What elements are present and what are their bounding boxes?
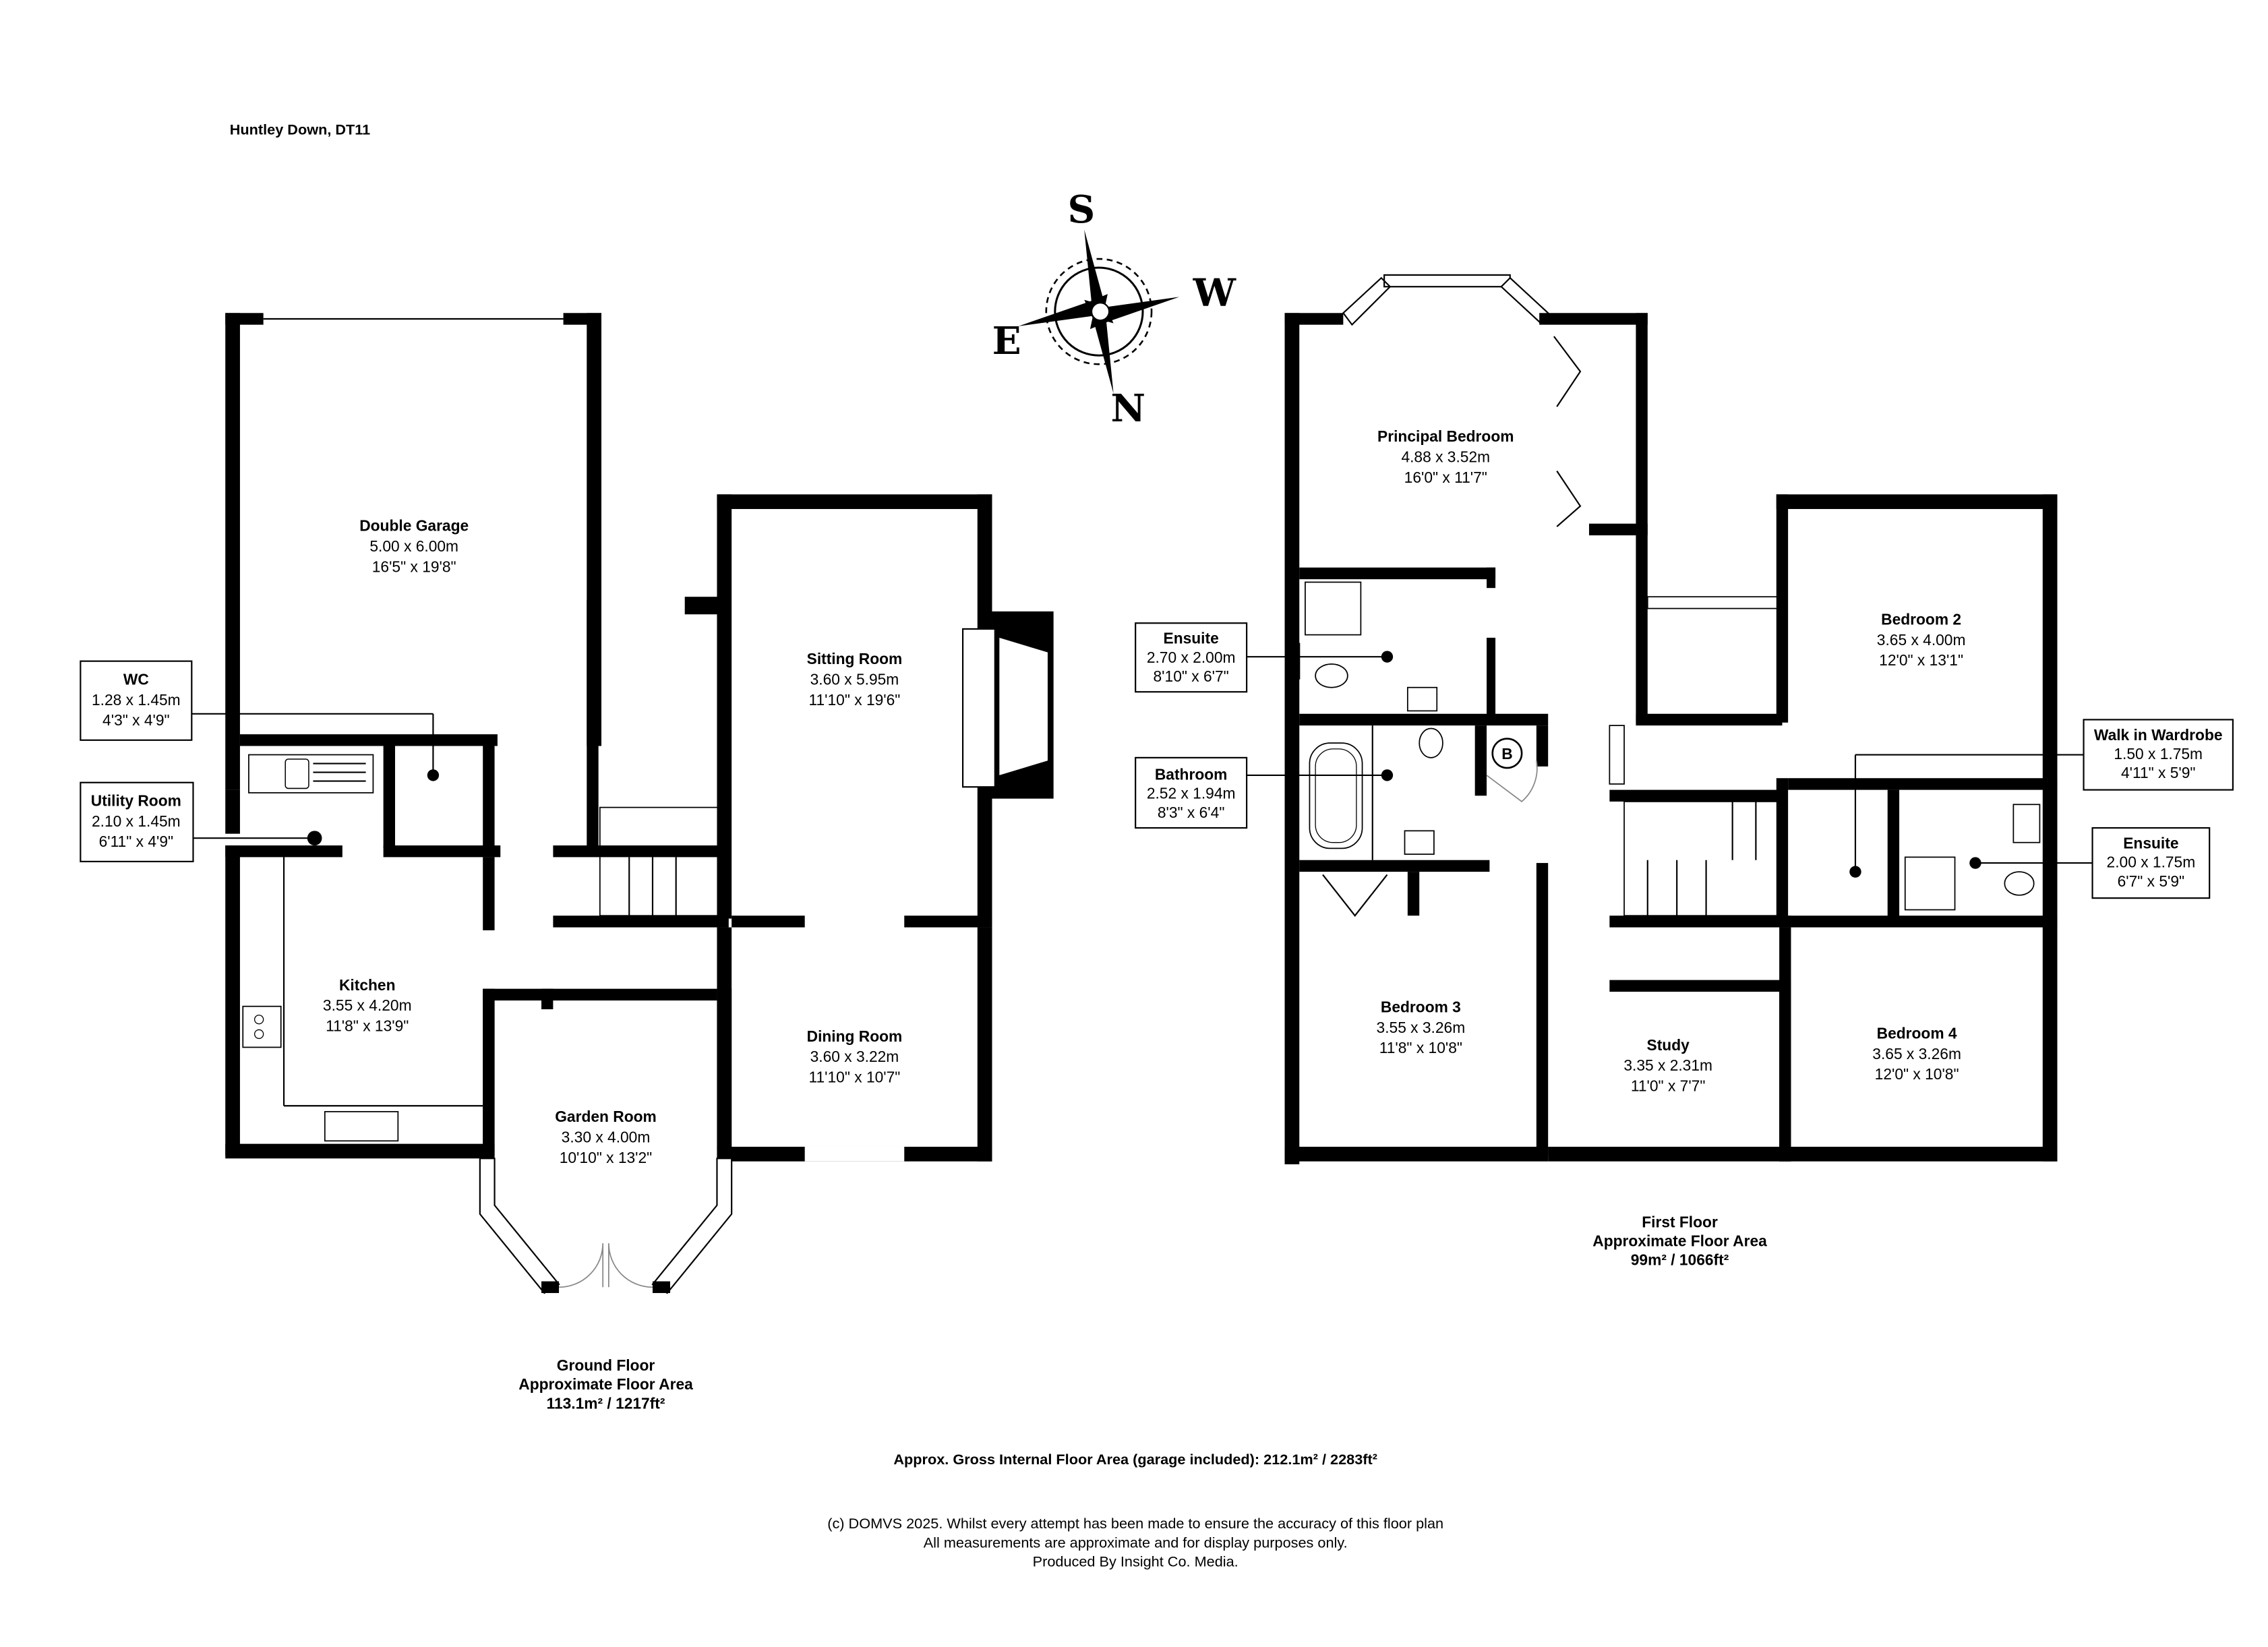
svg-text:Bedroom 3: Bedroom 3	[1381, 998, 1461, 1015]
ground-floor-plan	[225, 313, 1054, 1294]
svg-text:6'11" x 4'9": 6'11" x 4'9"	[99, 833, 174, 850]
svg-text:3.35 x 2.31m: 3.35 x 2.31m	[1623, 1056, 1712, 1074]
room-label-double-garage: Double Garage 5.00 x 6.00m 16'5" x 19'8"	[359, 517, 469, 576]
callout-ensuite-principal: Ensuite 2.70 x 2.00m 8'10" x 6'7"	[1135, 622, 1394, 693]
compass-east-label: E	[992, 319, 1021, 363]
svg-text:First Floor: First Floor	[1642, 1213, 1718, 1230]
svg-text:Dining Room: Dining Room	[807, 1027, 903, 1045]
svg-text:3.30 x 4.00m: 3.30 x 4.00m	[562, 1128, 651, 1145]
disclaimer-line-2: All measurements are approximate and for…	[924, 1534, 1348, 1551]
svg-text:3.65 x 3.26m: 3.65 x 3.26m	[1872, 1045, 1961, 1062]
callout-wc: WC 1.28 x 1.45m 4'3" x 4'9"	[80, 660, 440, 781]
svg-text:Ensuite: Ensuite	[2123, 834, 2178, 851]
svg-text:4'11" x 5'9": 4'11" x 5'9"	[2121, 764, 2196, 781]
callout-utility-room: Utility Room 2.10 x 1.45m 6'11" x 4'9"	[80, 781, 322, 862]
svg-text:11'8" x 13'9": 11'8" x 13'9"	[326, 1017, 409, 1035]
svg-text:1.50 x 1.75m: 1.50 x 1.75m	[2114, 745, 2203, 762]
room-label-kitchen: Kitchen 3.55 x 4.20m 11'8" x 13'9"	[323, 976, 412, 1035]
callout-walk-in-wardrobe: Walk in Wardrobe 1.50 x 1.75m 4'11" x 5'…	[1849, 719, 2234, 878]
svg-text:Study: Study	[1647, 1036, 1690, 1054]
room-label-dining-room: Dining Room 3.60 x 3.22m 11'10" x 10'7"	[807, 1027, 903, 1086]
svg-text:2.52 x 1.94m: 2.52 x 1.94m	[1147, 785, 1236, 802]
svg-text:1.28 x 1.45m: 1.28 x 1.45m	[92, 691, 181, 709]
svg-text:Ground Floor: Ground Floor	[557, 1356, 655, 1374]
compass-rose-icon: S W E N	[992, 187, 1237, 431]
svg-text:5.00 x 6.00m: 5.00 x 6.00m	[369, 537, 458, 555]
svg-text:12'0" x 10'8": 12'0" x 10'8"	[1875, 1065, 1959, 1083]
room-label-principal-bedroom: Principal Bedroom 4.88 x 3.52m 16'0" x 1…	[1377, 427, 1514, 486]
svg-text:2.70 x 2.00m: 2.70 x 2.00m	[1147, 649, 1236, 666]
compass-north-label: N	[1111, 386, 1146, 431]
compass-south-label: S	[1067, 187, 1095, 232]
svg-text:Ensuite: Ensuite	[1164, 630, 1219, 647]
svg-text:6'7" x 5'9": 6'7" x 5'9"	[2118, 872, 2185, 890]
svg-text:11'0" x 7'7": 11'0" x 7'7"	[1631, 1077, 1706, 1095]
svg-text:Approximate Floor Area: Approximate Floor Area	[518, 1375, 693, 1393]
svg-text:3.55 x 4.20m: 3.55 x 4.20m	[323, 996, 412, 1014]
callout-bathroom: Bathroom 2.52 x 1.94m 8'3" x 6'4"	[1135, 756, 1394, 829]
svg-text:2.10 x 1.45m: 2.10 x 1.45m	[92, 812, 181, 830]
svg-text:Kitchen: Kitchen	[339, 976, 395, 994]
svg-text:8'3" x 6'4": 8'3" x 6'4"	[1158, 804, 1225, 821]
room-label-sitting-room: Sitting Room 3.60 x 5.95m 11'10" x 19'6"	[807, 650, 903, 709]
boiler-icon: B	[1501, 745, 1512, 762]
svg-text:4.88 x 3.52m: 4.88 x 3.52m	[1401, 448, 1490, 466]
room-label-garden-room: Garden Room 3.30 x 4.00m 10'10" x 13'2"	[555, 1108, 657, 1166]
svg-text:Approximate Floor Area: Approximate Floor Area	[1592, 1232, 1767, 1250]
svg-text:99m² / 1066ft²: 99m² / 1066ft²	[1631, 1251, 1729, 1269]
svg-text:113.1m² / 1217ft²: 113.1m² / 1217ft²	[547, 1394, 665, 1412]
svg-text:2.00 x 1.75m: 2.00 x 1.75m	[2107, 854, 2196, 871]
room-label-bedroom-2: Bedroom 2 3.65 x 4.00m 12'0" x 13'1"	[1877, 610, 1966, 669]
svg-text:11'10" x 19'6": 11'10" x 19'6"	[809, 691, 901, 709]
svg-text:10'10" x 13'2": 10'10" x 13'2"	[560, 1149, 653, 1166]
compass-west-label: W	[1193, 270, 1237, 315]
property-title: Huntley Down, DT11	[230, 121, 371, 138]
svg-text:Double Garage: Double Garage	[359, 517, 469, 535]
room-label-bedroom-4: Bedroom 4 3.65 x 3.26m 12'0" x 10'8"	[1872, 1024, 1961, 1083]
svg-text:3.55 x 3.26m: 3.55 x 3.26m	[1377, 1019, 1466, 1036]
svg-text:8'10" x 6'7": 8'10" x 6'7"	[1154, 667, 1229, 685]
svg-text:Sitting Room: Sitting Room	[807, 650, 903, 667]
room-label-bedroom-3: Bedroom 3 3.55 x 3.26m 11'8" x 10'8"	[1377, 998, 1466, 1056]
disclaimer-line-3: Produced By Insight Co. Media.	[1033, 1553, 1239, 1570]
svg-text:3.60 x 5.95m: 3.60 x 5.95m	[810, 670, 899, 688]
svg-text:Utility Room: Utility Room	[91, 791, 181, 809]
svg-text:12'0" x 13'1": 12'0" x 13'1"	[1879, 651, 1963, 669]
room-label-study: Study 3.35 x 2.31m 11'0" x 7'7"	[1623, 1036, 1712, 1095]
svg-text:4'3" x 4'9": 4'3" x 4'9"	[102, 711, 170, 729]
svg-text:Principal Bedroom: Principal Bedroom	[1377, 427, 1514, 445]
disclaimer-line-1: (c) DOMVS 2025. Whilst every attempt has…	[827, 1515, 1443, 1532]
svg-text:11'10" x 10'7": 11'10" x 10'7"	[809, 1069, 901, 1086]
svg-text:16'5" x 19'8": 16'5" x 19'8"	[372, 558, 456, 575]
svg-text:WC: WC	[123, 670, 149, 688]
svg-text:3.60 x 3.22m: 3.60 x 3.22m	[810, 1048, 899, 1065]
gross-floor-area: Approx. Gross Internal Floor Area (garag…	[893, 1451, 1377, 1468]
ground-floor-area-summary: Ground Floor Approximate Floor Area 113.…	[518, 1356, 693, 1412]
callout-ensuite-bedroom-2: Ensuite 2.00 x 1.75m 6'7" x 5'9"	[1969, 827, 2211, 899]
svg-text:Bedroom 2: Bedroom 2	[1881, 610, 1961, 628]
first-floor-plan	[1284, 274, 2058, 1165]
first-floor-area-summary: First Floor Approximate Floor Area 99m² …	[1592, 1213, 1767, 1268]
svg-text:Walk in Wardrobe: Walk in Wardrobe	[2094, 726, 2223, 744]
svg-text:16'0" x 11'7": 16'0" x 11'7"	[1404, 469, 1487, 486]
svg-text:Bathroom: Bathroom	[1155, 765, 1228, 783]
svg-text:3.65 x 4.00m: 3.65 x 4.00m	[1877, 631, 1966, 649]
svg-text:Bedroom 4: Bedroom 4	[1877, 1024, 1957, 1042]
svg-text:11'8" x 10'8": 11'8" x 10'8"	[1379, 1039, 1462, 1056]
svg-text:Garden Room: Garden Room	[555, 1108, 657, 1125]
